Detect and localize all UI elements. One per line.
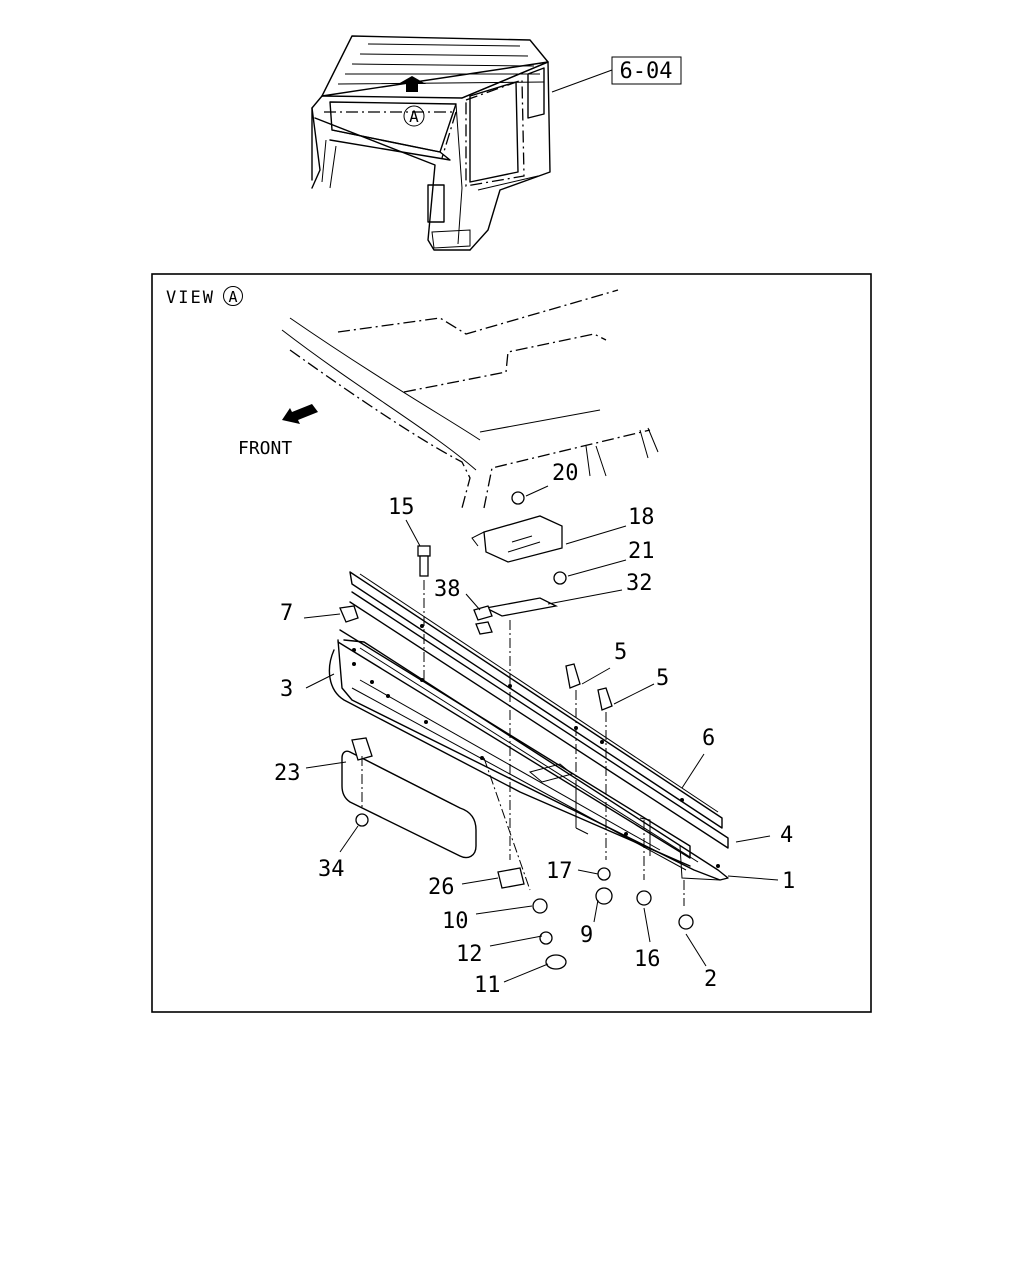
callout-15: 15 xyxy=(388,495,415,520)
reference-box-label: 6-04 xyxy=(620,59,673,84)
callout-10: 10 xyxy=(442,909,469,934)
callout-11: 11 xyxy=(474,973,501,998)
callout-3: 3 xyxy=(280,677,293,702)
front-arrow-icon xyxy=(282,404,318,424)
callout-34: 34 xyxy=(318,857,345,882)
callout-2: 2 xyxy=(704,967,717,992)
front-indicator: FRONT xyxy=(238,404,318,459)
sun-visor-assembly xyxy=(328,491,729,970)
callout-4: 4 xyxy=(780,823,793,848)
view-direction-arrow-icon xyxy=(398,76,426,92)
view-label: VIEW A xyxy=(166,286,243,308)
callout-20: 20 xyxy=(552,461,579,486)
callout-labels: 1 2 3 4 5 5 6 7 9 10 11 12 15 16 17 18 2… xyxy=(274,461,795,998)
callout-5a: 5 xyxy=(614,640,627,665)
cab-marker-circle xyxy=(403,105,425,127)
callout-26: 26 xyxy=(428,875,455,900)
callout-7: 7 xyxy=(280,601,293,626)
callout-16: 16 xyxy=(634,947,661,972)
callout-23: 23 xyxy=(274,761,301,786)
view-frame xyxy=(151,273,872,1013)
cab-marker-letter: A xyxy=(409,107,419,126)
callout-12: 12 xyxy=(456,942,483,967)
view-label-letter: A xyxy=(228,288,237,306)
callout-17: 17 xyxy=(546,859,573,884)
cab-roof-outline xyxy=(281,289,659,509)
callout-38: 38 xyxy=(434,577,461,602)
callout-5b: 5 xyxy=(656,666,669,691)
front-label: FRONT xyxy=(238,438,292,459)
callout-9: 9 xyxy=(580,923,593,948)
callout-21: 21 xyxy=(628,539,655,564)
callout-32: 32 xyxy=(626,571,653,596)
callout-18: 18 xyxy=(628,505,655,530)
reference-box: 6-04 xyxy=(611,56,682,85)
view-label-prefix: VIEW xyxy=(166,288,215,308)
cab-overview: A xyxy=(311,35,613,251)
leader-lines xyxy=(303,485,779,983)
callout-6: 6 xyxy=(702,726,715,751)
callout-1: 1 xyxy=(782,869,795,894)
